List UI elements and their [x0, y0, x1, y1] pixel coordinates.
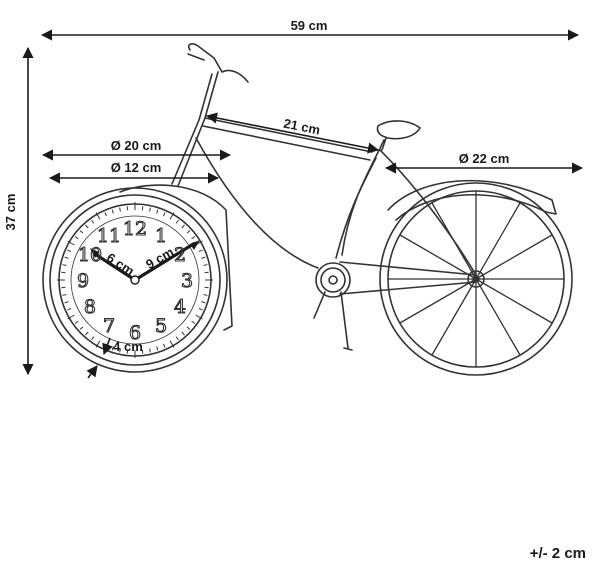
clock-tick — [175, 219, 179, 224]
clock-rim-inner — [49, 194, 221, 366]
wheel-diameter-label: Ø 22 cm — [459, 151, 510, 166]
clock-tick — [119, 348, 121, 353]
clock-inner-diameter-label: Ø 12 cm — [111, 160, 162, 175]
clock-tick — [74, 236, 79, 240]
clock-tick — [119, 207, 121, 212]
clock-tick — [67, 314, 75, 320]
clock-numeral-12: 12 — [123, 218, 147, 240]
total-width-label: 59 cm — [291, 18, 328, 33]
clock-tick — [104, 212, 107, 217]
clock-tick — [79, 326, 84, 330]
handlebar — [187, 43, 249, 83]
clock-tick — [62, 294, 67, 296]
clock-numeral-11: 11 — [97, 225, 121, 247]
clock-tick — [163, 212, 166, 217]
rear-wheel — [379, 179, 573, 376]
fork — [177, 71, 219, 187]
clock-tick — [203, 264, 208, 266]
minute-hand-label: 9 cm — [143, 244, 176, 272]
clock-minute-ticks — [57, 202, 213, 358]
clock-tick — [201, 301, 206, 304]
clock-tick — [149, 348, 151, 353]
clock-tick — [198, 249, 203, 252]
clock-tick — [203, 294, 208, 296]
clock-tick — [198, 308, 203, 311]
clock-tick — [67, 308, 72, 311]
clock-tick — [181, 331, 185, 336]
clock-numeral-10: 10 — [78, 244, 102, 266]
clock-tick — [91, 219, 95, 224]
clock-tick — [149, 207, 151, 212]
clock-numeral-6: 6 — [129, 322, 141, 344]
clock-tick — [186, 326, 191, 330]
clock-tick — [91, 336, 95, 341]
clock-tick — [85, 224, 89, 229]
depth-line-top — [102, 337, 113, 356]
clock-tick — [181, 224, 185, 229]
clock-tick — [67, 249, 72, 252]
clock-numeral-7: 7 — [103, 315, 115, 337]
clock-tick — [191, 236, 196, 240]
clock-numeral-1: 1 — [155, 225, 167, 247]
clock-tick — [163, 343, 166, 348]
hour-hand-label: 6 cm — [104, 250, 137, 279]
total-height-label: 37 cm — [3, 194, 18, 231]
clock-tick — [74, 320, 79, 324]
clock-tick — [64, 301, 69, 304]
clock-numeral-4: 4 — [174, 296, 186, 318]
bicycle-sketch — [119, 43, 573, 376]
depth-line-bottom — [86, 365, 98, 379]
clock-tick — [67, 240, 75, 246]
clock-tick — [186, 230, 191, 234]
clock-tick — [79, 230, 84, 234]
seat-tube — [341, 139, 385, 256]
minute-hand — [134, 241, 196, 282]
clock-numeral-2: 2 — [174, 244, 186, 266]
clock-numeral-8: 8 — [84, 296, 96, 318]
frame-length-label: 21 cm — [282, 116, 321, 138]
clock-numeral-9: 9 — [77, 270, 89, 292]
hour-hand — [94, 252, 136, 282]
clock-tick — [95, 212, 101, 220]
clock — [42, 187, 228, 373]
tolerance-note: +/- 2 cm — [529, 545, 586, 562]
saddle — [376, 120, 421, 140]
clock-tick — [201, 256, 206, 259]
clock-tick — [62, 264, 67, 266]
clock-rim-outer — [42, 187, 228, 373]
clock-tick — [111, 209, 114, 214]
clock-tick — [169, 340, 175, 348]
clock-tick — [175, 336, 179, 341]
clock-tick — [169, 212, 175, 220]
clock-tick — [191, 320, 196, 324]
clock-numeral-3: 3 — [181, 270, 193, 292]
dimension-lines — [22, 29, 584, 379]
clock-tick — [64, 256, 69, 259]
clock-tick — [95, 340, 101, 348]
chainring — [315, 262, 351, 298]
mudguard — [387, 179, 557, 221]
clock-tick — [195, 314, 203, 320]
clock-tick — [156, 209, 159, 214]
clock-outer-diameter-label: Ø 20 cm — [111, 138, 162, 153]
clock-numeral-5: 5 — [155, 315, 167, 337]
clock-tick — [156, 346, 159, 351]
clock-tick — [85, 331, 89, 336]
frame-length-line — [205, 112, 380, 154]
depth-label: 4 cm — [113, 339, 143, 354]
